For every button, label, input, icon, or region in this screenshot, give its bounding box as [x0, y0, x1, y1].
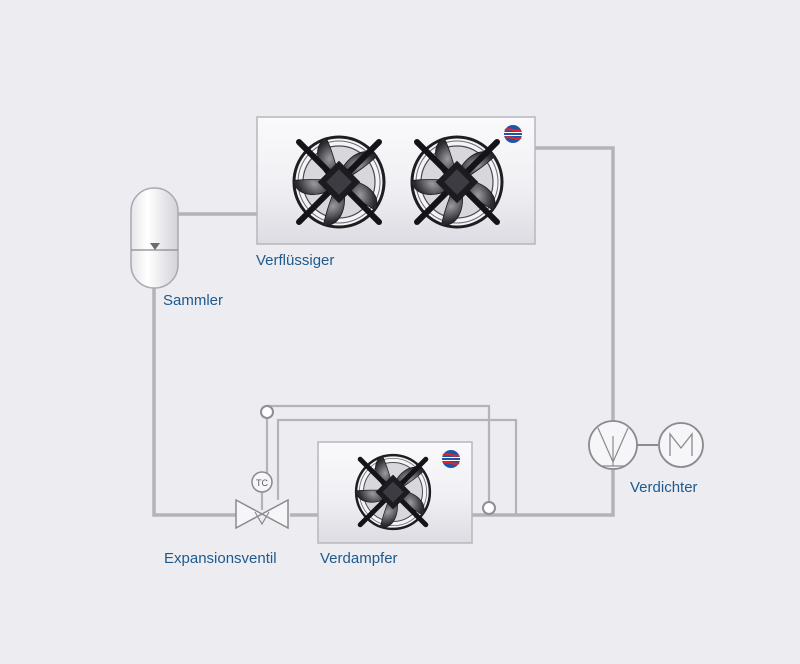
equalizer-port-top — [260, 405, 274, 419]
refrigerant-piping — [152, 146, 615, 517]
expansion-valve-label: Expansionsventil — [164, 550, 277, 567]
compressor-label: Verdichter — [630, 479, 698, 496]
axial-fan-icon — [353, 455, 430, 531]
evaporator-label: Verdampfer — [320, 550, 398, 567]
pipe-receiver-to-valve — [152, 288, 236, 517]
condenser-label: Verflüssiger — [256, 252, 335, 269]
pipe-evaporator-to-compressor — [472, 468, 615, 517]
expansion-valve-icon — [235, 498, 289, 530]
manufacturer-logo-icon — [503, 124, 523, 144]
axial-fan-icon — [408, 136, 502, 228]
pipe-compressor-to-condenser — [535, 146, 615, 422]
compressor-symbol-icon — [588, 420, 638, 470]
axial-fan-icon — [290, 136, 384, 228]
condenser-unit — [256, 116, 536, 245]
manufacturer-logo-icon — [441, 449, 461, 469]
evaporator-unit — [317, 441, 473, 544]
tc-label: TC — [256, 478, 268, 488]
receiver-tank — [130, 187, 179, 289]
receiver-label: Sammler — [163, 292, 224, 309]
capillary-line — [276, 418, 518, 515]
equalizer-port-bottom — [482, 501, 496, 515]
motor-symbol-icon — [658, 422, 704, 468]
tc-sensor-icon: TC — [251, 471, 273, 493]
